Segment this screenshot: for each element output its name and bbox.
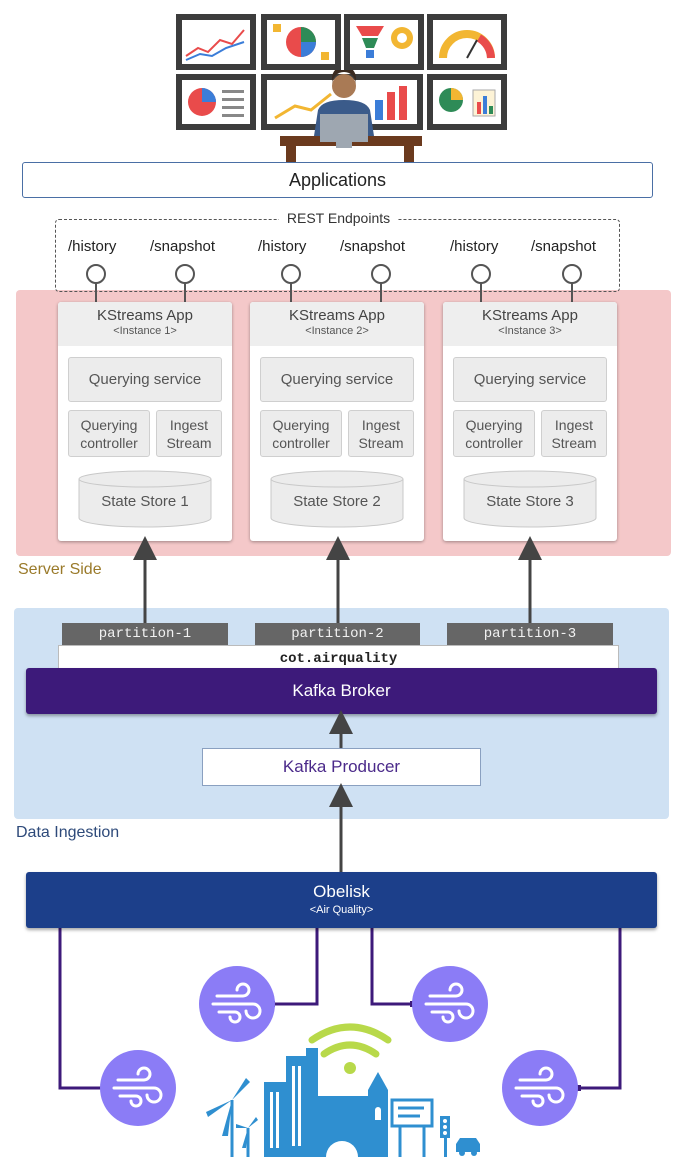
querying-controller-box: Querying controller: [68, 410, 150, 457]
partition-label: partition-1: [62, 623, 228, 645]
state-store-label: State Store 3: [486, 493, 574, 510]
rest-endpoints-title: REST Endpoints: [278, 210, 399, 226]
endpoint-connector: [380, 282, 382, 304]
kafka-broker-label: Kafka Broker: [292, 681, 391, 700]
analyst-person-illustration: [280, 70, 422, 164]
kafka-broker-box: Kafka Broker: [26, 668, 657, 714]
endpoint-connector: [184, 282, 186, 304]
applications-label: Applications: [288, 169, 387, 190]
endpoint-port-circle: [371, 264, 391, 284]
endpoint-connector: [290, 282, 292, 304]
wind-sensor-icon: [100, 1050, 176, 1126]
state-store-label: State Store 2: [293, 493, 381, 510]
data-ingestion-label: Data Ingestion: [16, 824, 120, 841]
sensor-connector: [578, 928, 622, 1090]
smart-city-illustration: [206, 1023, 480, 1157]
line-chart-screen: [176, 14, 256, 70]
endpoint-label: /snapshot: [340, 238, 406, 255]
rest-endpoints-box: REST Endpoints: [55, 210, 620, 292]
ingest-stream-box: Ingest Stream: [541, 410, 607, 457]
endpoint-label: /history: [450, 238, 499, 255]
wind-sensor-icon: [199, 966, 275, 1042]
funnel-chart-screen: [344, 14, 424, 70]
kafka-producer-label: Kafka Producer: [282, 757, 401, 776]
endpoint-connector: [571, 282, 573, 304]
ingest-stream-box: Ingest Stream: [348, 410, 414, 457]
endpoint-connector: [95, 282, 97, 304]
querying-controller-box: Querying controller: [260, 410, 342, 457]
querying-service-box: Querying service: [453, 357, 607, 402]
sensor-connector: [58, 928, 104, 1090]
state-store-cylinder: State Store 1: [78, 470, 212, 528]
ingest-stream-box: Ingest Stream: [156, 410, 222, 457]
kstreams-instance-2: KStreams App <Instance 2> Querying servi…: [250, 302, 424, 541]
instance-header: KStreams App <Instance 2>: [250, 302, 424, 346]
endpoint-port-circle: [86, 264, 106, 284]
sensor-connector: [370, 928, 412, 1006]
instance-subtitle: <Instance 1>: [113, 325, 177, 337]
endpoint-label: /history: [68, 238, 117, 255]
state-store-cylinder: State Store 3: [463, 470, 597, 528]
querying-controller-box: Querying controller: [453, 410, 535, 457]
obelisk-title: Obelisk: [313, 882, 370, 901]
sensor-connector: [273, 928, 319, 1006]
endpoint-label: /snapshot: [150, 238, 216, 255]
endpoint-label: /history: [258, 238, 307, 255]
endpoint-port-circle: [281, 264, 301, 284]
dashboard-illustration: [176, 14, 508, 164]
partition-label: partition-3: [447, 623, 613, 645]
obelisk-box: Obelisk <Air Quality>: [26, 872, 657, 928]
wind-sensor-icon: [502, 1050, 578, 1126]
instance-header: KStreams App <Instance 1>: [58, 302, 232, 346]
endpoint-label: /snapshot: [531, 238, 597, 255]
pie-chart-screen: [261, 14, 341, 70]
endpoint-connector: [480, 282, 482, 304]
instance-title: KStreams App: [97, 307, 193, 324]
partition-label: partition-2: [255, 623, 420, 645]
gauge-chart-screen: [427, 14, 507, 70]
instance-title: KStreams App: [289, 307, 385, 324]
endpoint-port-circle: [562, 264, 582, 284]
instance-header: KStreams App <Instance 3>: [443, 302, 617, 346]
querying-service-box: Querying service: [260, 357, 414, 402]
endpoint-port-circle: [471, 264, 491, 284]
instance-title: KStreams App: [482, 307, 578, 324]
querying-service-box: Querying service: [68, 357, 222, 402]
mixed-chart-screen: [427, 74, 507, 130]
obelisk-subtitle: <Air Quality>: [309, 904, 374, 916]
server-side-label: Server Side: [18, 561, 102, 578]
instance-subtitle: <Instance 3>: [498, 325, 562, 337]
endpoint-port-circle: [175, 264, 195, 284]
kstreams-instance-3: KStreams App <Instance 3> Querying servi…: [443, 302, 617, 541]
instance-subtitle: <Instance 2>: [305, 325, 369, 337]
report-screen: [176, 74, 256, 130]
applications-box: Applications: [22, 162, 653, 198]
state-store-label: State Store 1: [101, 493, 189, 510]
kstreams-instance-1: KStreams App <Instance 1> Querying servi…: [58, 302, 232, 541]
state-store-cylinder: State Store 2: [270, 470, 404, 528]
wind-sensor-icon: [412, 966, 488, 1042]
topic-label: cot.airquality: [58, 645, 619, 669]
